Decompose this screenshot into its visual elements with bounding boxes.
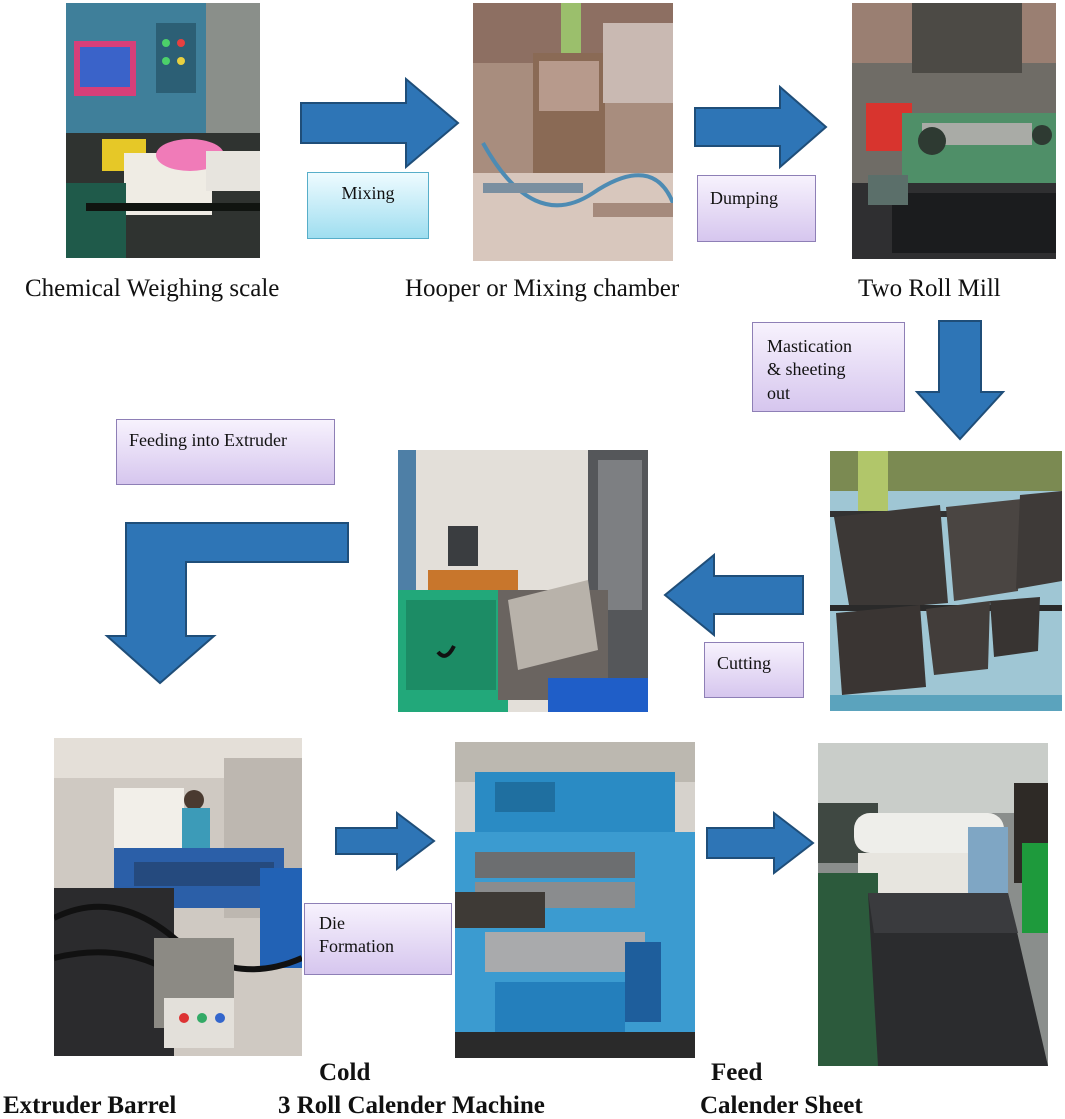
step-label-mastication-line-2: & sheeting: [767, 359, 846, 380]
arrow-icon-extruder-to-calender: [333, 810, 437, 872]
step-label-cutting: Cutting: [704, 642, 804, 698]
step-label-mixing: Mixing: [307, 172, 429, 239]
step-label-dumping-text: Dumping: [710, 188, 779, 208]
step-label-cutting-text: Cutting: [717, 653, 772, 673]
arrow-icon-mill-to-sheets: [914, 318, 1006, 442]
extruder-barrel-photo: [54, 738, 302, 1056]
cutting-station-photo: [398, 450, 648, 712]
chemical-weighing-scale-photo: [66, 3, 260, 258]
three-roll-calender-photo: [455, 742, 695, 1058]
caption-chemical-weighing-scale: Chemical Weighing scale: [25, 275, 280, 302]
caption-calender-feed: Feed: [711, 1059, 763, 1086]
rubber-sheets-photo: [830, 451, 1062, 711]
step-label-feeding-into-extruder: Feeding into Extruder: [116, 419, 335, 485]
caption-extruder-barrel: Extruder Barrel: [3, 1092, 177, 1119]
step-label-mastication: Mastication & sheeting out: [752, 322, 905, 412]
step-label-mastication-line-3: out: [767, 382, 791, 403]
arrow-icon-hopper-to-mill: [692, 84, 830, 170]
arrow-icon-sheets-to-cutting: [662, 552, 806, 638]
arrow-icon-weighing-to-hopper: [298, 76, 462, 170]
step-label-mastication-line-1: Mastication: [767, 336, 852, 356]
step-label-dumping: Dumping: [697, 175, 816, 242]
caption-calender-cold: Cold: [319, 1059, 371, 1086]
calender-sheet-photo: [818, 743, 1048, 1066]
caption-hopper-mixing-chamber: Hooper or Mixing chamber: [405, 275, 680, 302]
arrow-icon-feeding-elbow: [104, 520, 352, 686]
step-label-feeding-text: Feeding into Extruder: [129, 430, 287, 450]
step-label-die-formation-line-1: Die: [319, 913, 345, 933]
two-roll-mill-photo: [852, 3, 1056, 259]
caption-calender-sheet: Calender Sheet: [700, 1092, 863, 1119]
caption-3-roll-calender-machine: 3 Roll Calender Machine: [278, 1092, 545, 1119]
step-label-die-formation-line-2: Formation: [319, 935, 394, 956]
step-label-mixing-text: Mixing: [341, 183, 395, 203]
hopper-mixing-chamber-photo: [473, 3, 673, 261]
step-label-die-formation: Die Formation: [304, 903, 452, 975]
caption-two-roll-mill: Two Roll Mill: [858, 275, 1001, 302]
arrow-icon-calender-to-sheet: [704, 810, 816, 876]
